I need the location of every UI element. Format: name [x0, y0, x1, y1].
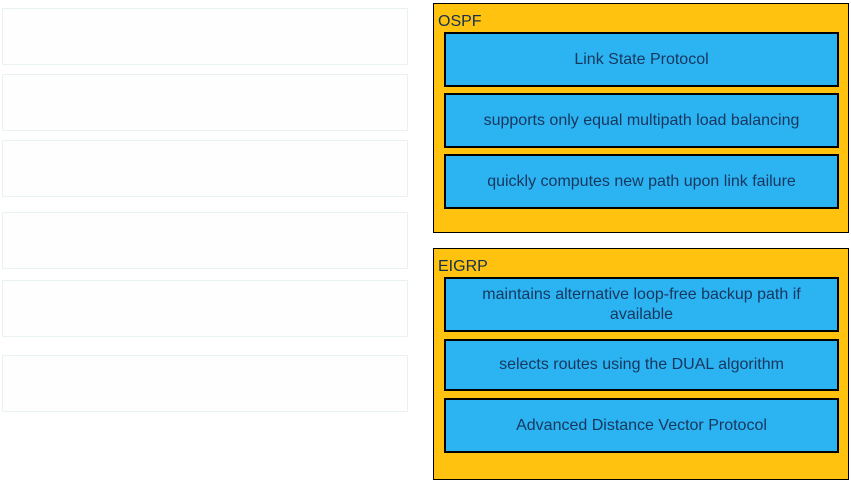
drop-slot-6[interactable]	[2, 355, 408, 412]
drag-item-quickly-computes-new-path[interactable]: quickly computes new path upon link fail…	[444, 154, 839, 209]
eigrp-items: maintains alternative loop-free backup p…	[434, 277, 848, 453]
eigrp-group-label: EIGRP	[438, 258, 488, 275]
ospf-items: Link State Protocol supports only equal …	[434, 32, 848, 209]
drop-slot-3[interactable]	[2, 140, 408, 197]
eigrp-drop-group[interactable]: EIGRP maintains alternative loop-free ba…	[433, 248, 849, 480]
drag-item-advanced-distance-vector[interactable]: Advanced Distance Vector Protocol	[444, 398, 839, 453]
drop-slot-5[interactable]	[2, 280, 408, 337]
drag-item-link-state-protocol[interactable]: Link State Protocol	[444, 32, 839, 87]
ospf-group-label: OSPF	[438, 13, 482, 30]
drag-item-equal-multipath-load-balancing[interactable]: supports only equal multipath load balan…	[444, 93, 839, 148]
ospf-drop-group[interactable]: OSPF Link State Protocol supports only e…	[433, 3, 849, 233]
source-column	[0, 0, 410, 486]
drop-slot-1[interactable]	[2, 8, 408, 65]
drop-slot-4[interactable]	[2, 212, 408, 269]
drop-slot-2[interactable]	[2, 74, 408, 131]
drag-item-dual-algorithm[interactable]: selects routes using the DUAL algorithm	[444, 339, 839, 391]
drag-item-loop-free-backup-path[interactable]: maintains alternative loop-free backup p…	[444, 277, 839, 332]
